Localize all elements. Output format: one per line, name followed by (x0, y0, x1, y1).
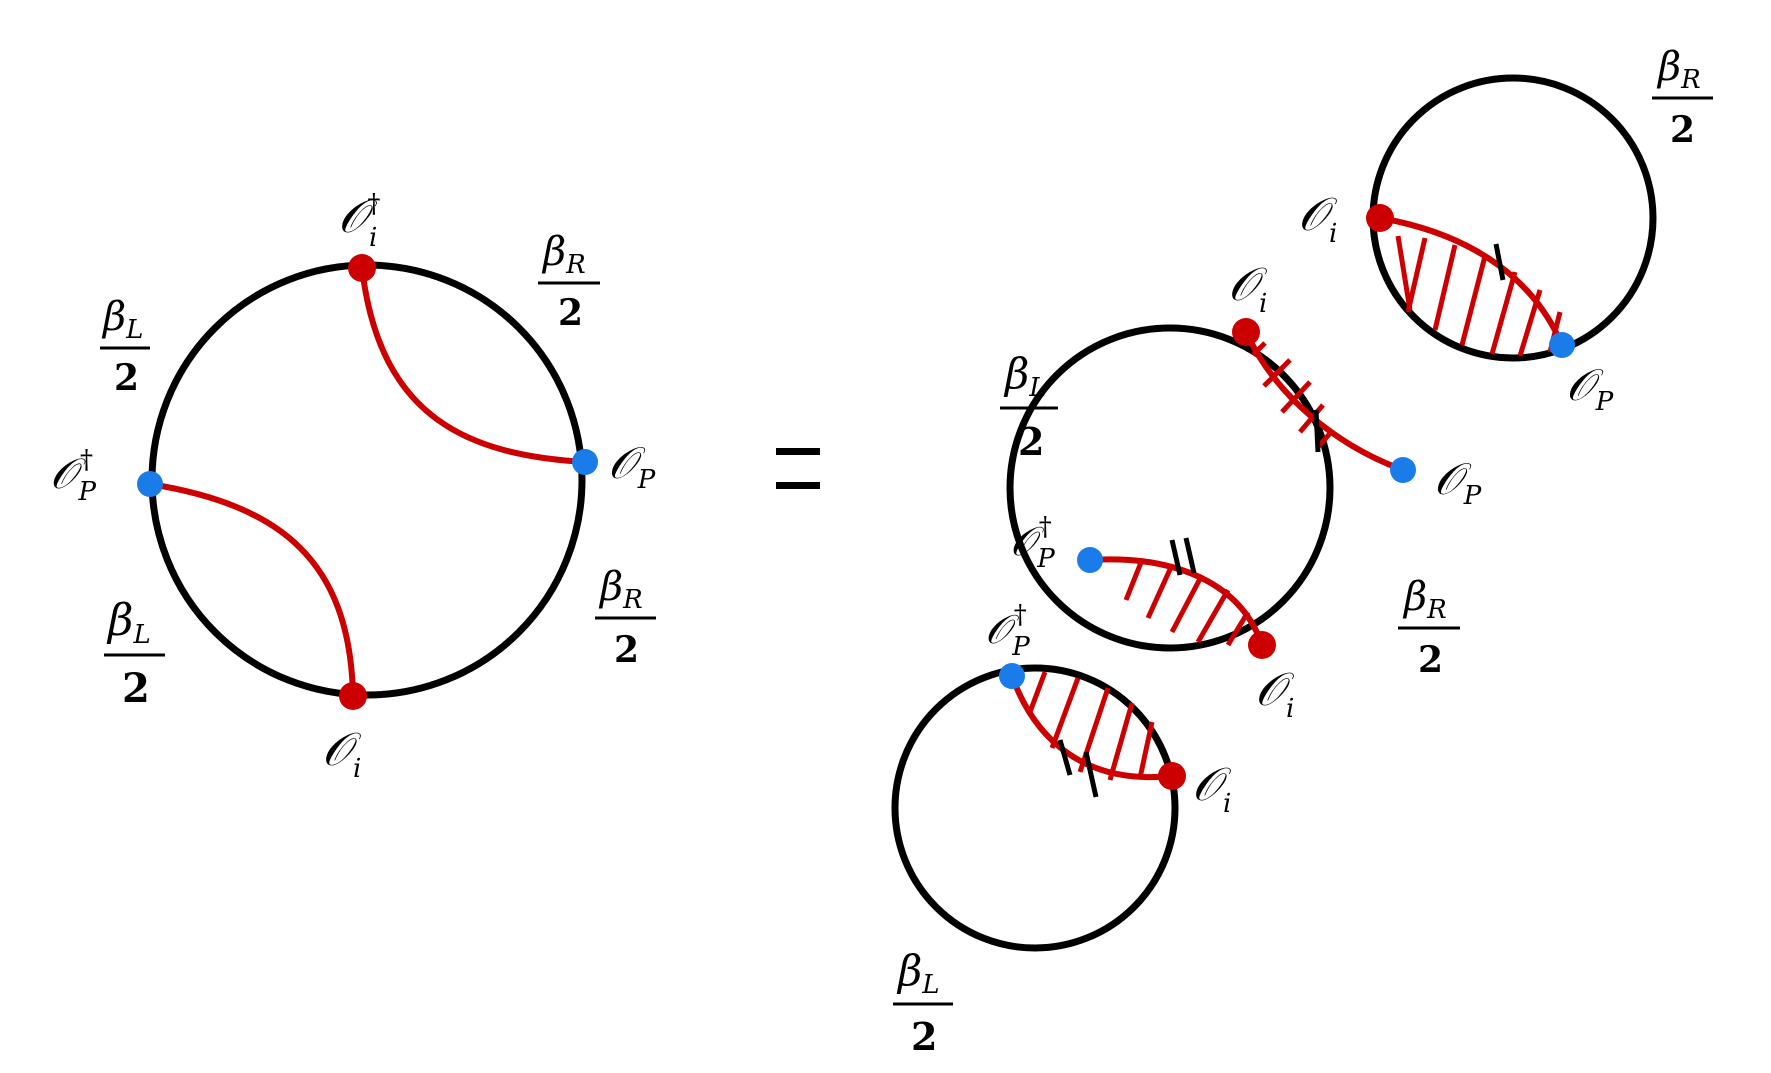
svg-text:2: 2 (114, 357, 139, 399)
svg-text:2: 2 (911, 1014, 937, 1059)
left-main-circle (148, 261, 586, 699)
right-top-Oi-dot (1366, 204, 1394, 232)
svg-text:2: 2 (1018, 419, 1044, 464)
left-frac-betaR-bottom: βR 2 (595, 564, 656, 671)
right-middle-circle-group: 𝒪i 𝒪P 𝒪P† 𝒪i βL 2 βR 2 (1000, 257, 1482, 724)
svg-text:βR: βR (598, 564, 643, 615)
right-middle-label-OP-dagger: 𝒪P† (1010, 512, 1055, 574)
left-frac-betaR-top: βR 2 (538, 229, 600, 334)
left-label-Oi-dagger: 𝒪i† (338, 189, 380, 253)
right-top-label-Oi: 𝒪i (1298, 187, 1338, 249)
right-middle-label-Oi-top: 𝒪i (1228, 257, 1268, 319)
left-operator-OP-dagger-dot (137, 471, 163, 497)
right-top-circle (1369, 74, 1657, 362)
svg-text:2: 2 (122, 665, 150, 712)
svg-text:βL: βL (896, 946, 940, 1000)
svg-text:2: 2 (614, 629, 639, 671)
right-middle-Oi-top-dot (1232, 318, 1260, 346)
left-frac-betaL-top: βL 2 (100, 294, 150, 399)
right-middle-Oi-bottom-dot (1248, 631, 1276, 659)
right-middle-frac-betaL: βL 2 (1000, 349, 1058, 464)
left-operator-Oi-dot (339, 682, 367, 710)
right-bottom-label-Oi: 𝒪i (1192, 757, 1232, 819)
svg-text:βL: βL (101, 294, 143, 345)
svg-text:βR: βR (1402, 574, 1447, 625)
svg-text:2: 2 (1670, 109, 1695, 151)
left-diagram: 𝒪i† 𝒪P 𝒪P† 𝒪i βR 2 βL 2 βL 2 (50, 189, 656, 784)
right-middle-lower-contraction (1089, 556, 1265, 646)
left-label-OP: 𝒪P (608, 438, 656, 495)
left-contraction-bottom (149, 481, 356, 697)
right-middle-OP-dagger-dot (1077, 547, 1103, 573)
right-middle-circle (1006, 324, 1334, 652)
svg-text:βL: βL (1003, 349, 1047, 403)
svg-text:2: 2 (1418, 639, 1443, 681)
right-bottom-OP-dagger-dot (999, 663, 1025, 689)
right-bottom-contraction (1009, 674, 1173, 781)
right-middle-lower-hatching (1123, 559, 1251, 647)
right-bottom-label-OP-dagger: 𝒪P† (985, 600, 1030, 662)
left-label-OP-dagger: 𝒪P† (50, 445, 96, 507)
right-bottom-Oi-dot (1158, 762, 1186, 790)
right-bottom-hatching (1027, 671, 1155, 781)
equals-sign (776, 448, 820, 489)
right-middle-lower-double-tick (1169, 537, 1197, 576)
right-top-circle-group: 𝒪i 𝒪P βR 2 (1298, 44, 1713, 417)
svg-text:βL: βL (106, 595, 151, 650)
right-bottom-circle (891, 664, 1179, 952)
right-top-OP-dot (1549, 332, 1575, 358)
right-middle-upper-tick (1313, 409, 1321, 453)
left-operator-Oi-dagger-dot (348, 254, 376, 282)
right-top-tick (1493, 243, 1506, 281)
left-contraction-top (359, 267, 586, 465)
svg-text:βR: βR (541, 229, 586, 280)
svg-text:βR: βR (1656, 44, 1701, 95)
right-middle-OP-dot (1390, 457, 1416, 483)
right-bottom-double-tick (1057, 739, 1099, 798)
left-frac-betaL-bottom: βL 2 (104, 595, 165, 712)
right-middle-upper-contraction (1243, 330, 1405, 473)
left-label-Oi: 𝒪i (322, 722, 362, 784)
right-middle-label-OP: 𝒪P (1434, 454, 1482, 511)
right-middle-frac-betaR: βR 2 (1398, 574, 1460, 681)
right-top-label-OP: 𝒪P (1566, 360, 1614, 417)
svg-text:2: 2 (558, 292, 583, 334)
right-middle-label-Oi-bottom: 𝒪i (1255, 662, 1295, 724)
right-top-frac-betaR: βR 2 (1652, 44, 1713, 151)
right-bottom-frac-betaL: βL 2 (893, 946, 953, 1059)
right-bottom-circle-group: 𝒪P† 𝒪i βL 2 (891, 600, 1232, 1059)
left-operator-OP-dot (572, 449, 598, 475)
right-top-contraction (1379, 215, 1565, 347)
